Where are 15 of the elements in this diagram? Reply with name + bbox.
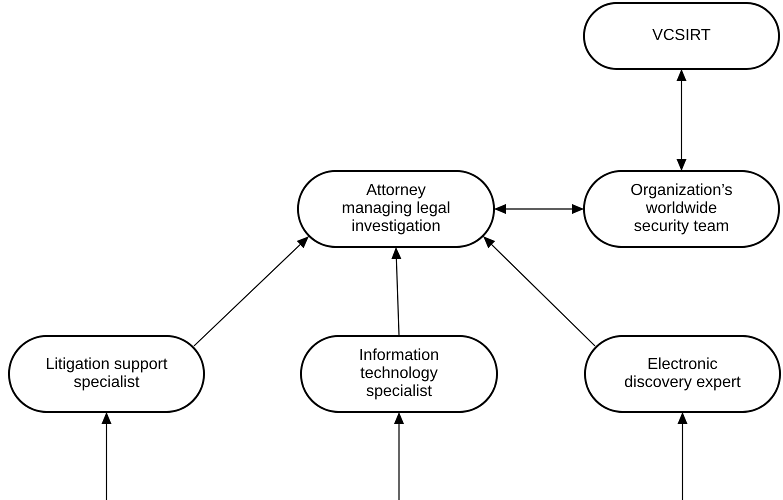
- arrow: [678, 412, 688, 500]
- arrow: [394, 412, 404, 500]
- node-label: Litigation support specialist: [44, 356, 168, 392]
- arrow: [483, 236, 596, 346]
- node-label: Organization’s worldwide security team: [630, 182, 734, 236]
- node-label: Attorney managing legal investigation: [340, 182, 452, 236]
- node-label: Electronic discovery expert: [623, 356, 742, 392]
- arrow: [102, 412, 112, 500]
- arrow: [194, 236, 309, 346]
- rounded-box: [297, 170, 495, 248]
- arrow: [494, 204, 584, 214]
- arrow: [676, 69, 686, 171]
- node-label: VCSIRT: [651, 27, 712, 45]
- arrow: [391, 247, 402, 336]
- node-label: Information technology specialist: [358, 347, 440, 401]
